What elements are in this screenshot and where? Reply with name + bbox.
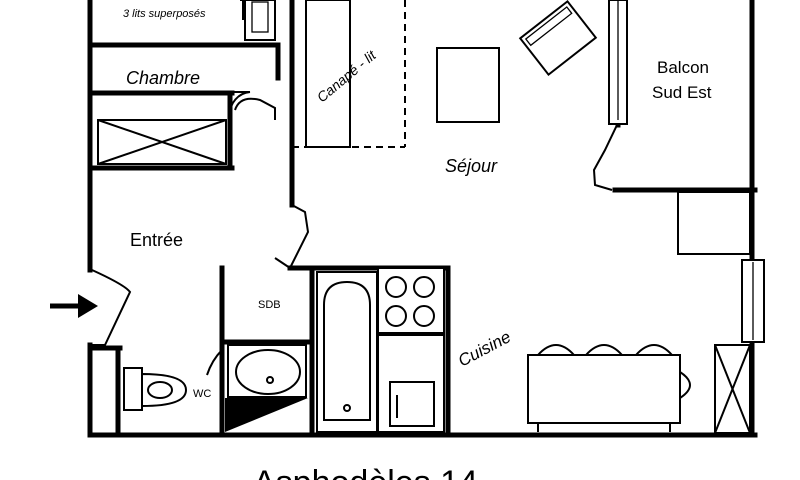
plan-title: Asphodèles 14 [253,464,478,480]
label-balcony-line1: Balcon [657,58,709,77]
kitchen-appliances [377,267,445,433]
toilet [123,367,188,411]
windows [240,0,765,343]
bunk-bed-area [244,0,276,41]
sink [225,344,308,432]
entrance-arrow-icon [50,294,98,318]
label-kitchen: Cuisine [455,327,514,370]
living-furniture [436,0,598,123]
label-sofa-bed: Canapé - lit [314,46,380,105]
label-living-room: Séjour [445,156,498,176]
doors [91,91,618,376]
wardrobe [97,119,227,165]
bathtub [316,271,378,433]
dining-table [527,344,691,432]
storage-unit [714,344,751,434]
label-bedroom: Chambre [126,68,200,88]
label-toilet: WC [193,388,211,400]
label-bunk-beds: 3 lits superposés [123,8,206,20]
label-entrance: Entrée [130,230,183,250]
label-balcony-line2: Sud Est [652,83,712,102]
balcony-box [677,191,751,255]
label-bathroom: SDB [258,299,281,311]
sofa-bed [292,0,406,148]
